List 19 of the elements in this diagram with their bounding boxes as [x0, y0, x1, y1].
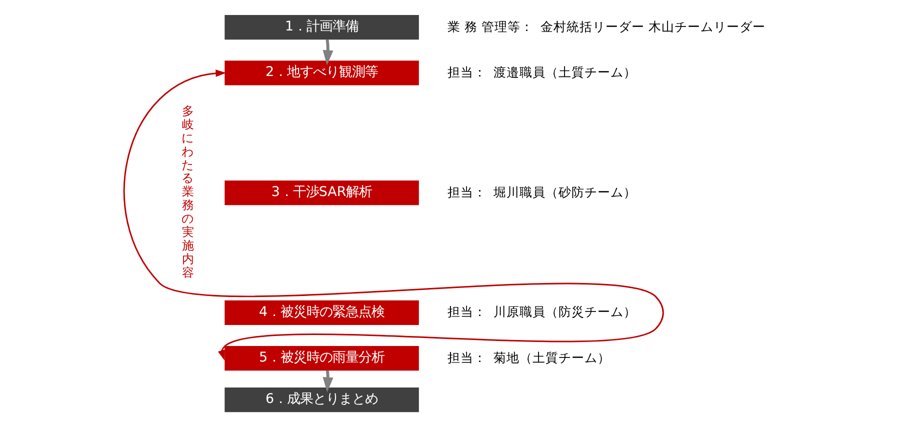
label: 多岐にわたる業務の実施内容 [182, 104, 194, 280]
node-box: 1．計画準備 [224, 15, 419, 40]
node-label: 菊地（土質チーム） [494, 350, 611, 365]
node-label: 堀川職員（砂防チーム） [494, 184, 637, 200]
node-box: 4．被災時の緊急点検 [224, 300, 419, 326]
node-label: 担当： [447, 184, 486, 200]
node-box: 2．地すべり観測等 [224, 60, 419, 86]
node-label: 川原職員（防災チーム） [494, 304, 637, 320]
node-label: 業 務 管理等： [447, 18, 534, 34]
arrow [322, 39, 334, 66]
node-label: 担当： [447, 304, 486, 320]
node-label: 担当： [447, 64, 486, 80]
node-label: 渡邉職員（土質チーム） [494, 64, 637, 80]
arrow [124, 70, 664, 360]
node-label: 金村統括リーダー 木山チームリーダー [540, 18, 766, 34]
node-label: 担当： [447, 350, 486, 365]
node-box: 5．被災時の雨量分析 [224, 346, 419, 371]
node-box: 3．干渉SAR解析 [224, 180, 419, 206]
node-box: 6．成果とりまとめ [224, 387, 419, 412]
